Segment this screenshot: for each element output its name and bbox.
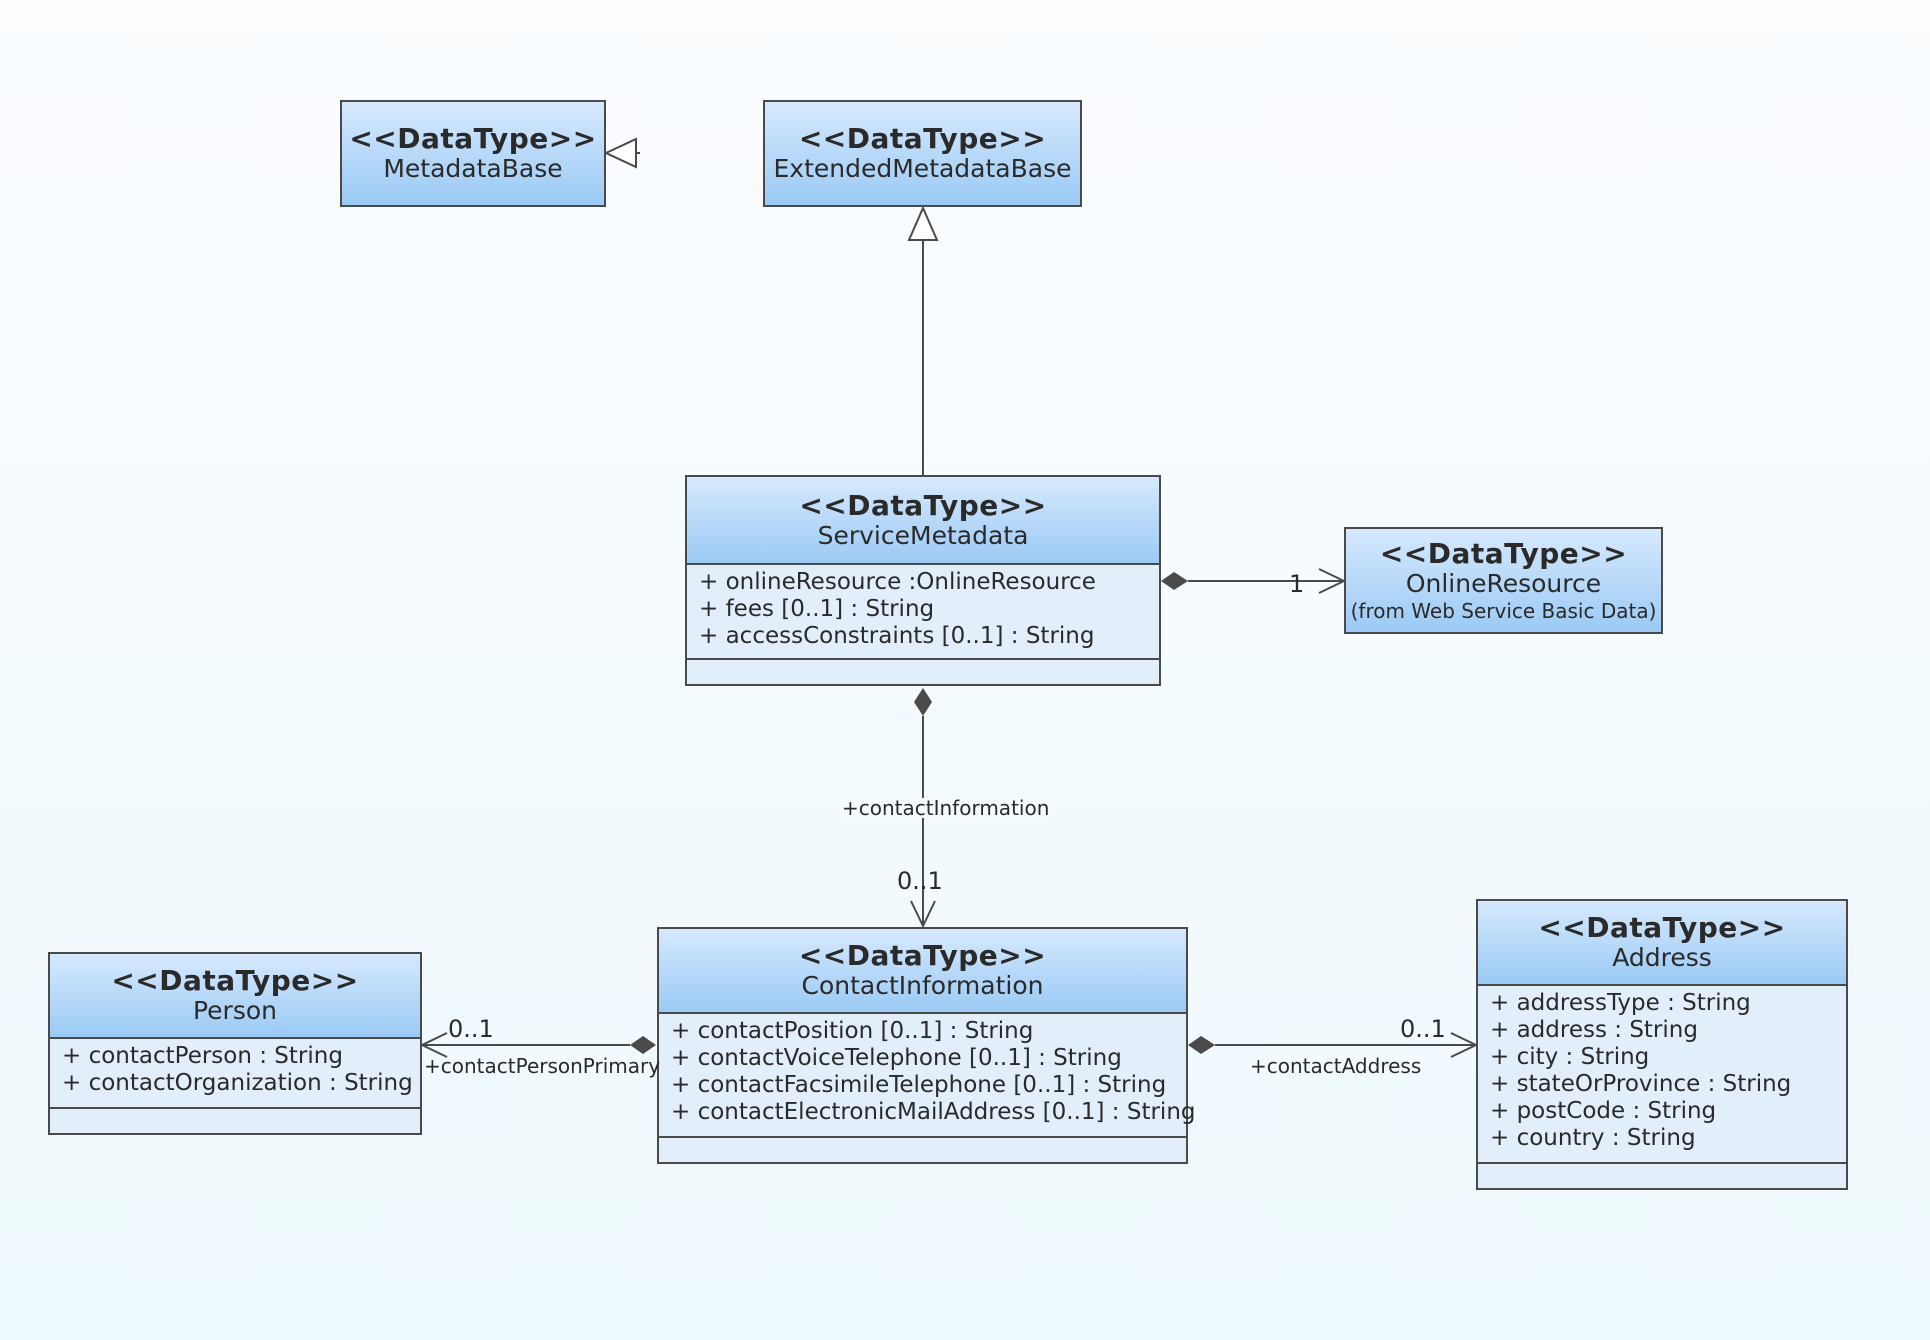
role-contact-address: +contactAddress: [1250, 1054, 1422, 1078]
attribute-compartment: + contactPerson : String + contactOrgani…: [50, 1039, 420, 1109]
class-name: ServiceMetadata: [817, 520, 1029, 550]
attribute: + accessConstraints [0..1] : String: [699, 623, 1095, 649]
class-name: Person: [192, 996, 277, 1025]
class-contact-information[interactable]: <<DataType>> ContactInformation + contac…: [657, 927, 1196, 1164]
multiplicity-person: 0..1: [448, 1015, 494, 1043]
class-address[interactable]: <<DataType>> Address + addressType : Str…: [1476, 899, 1848, 1190]
class-metadata-base[interactable]: <<DataType>> MetadataBase: [340, 100, 606, 207]
attribute: + contactVoiceTelephone [0..1] : String: [671, 1045, 1122, 1071]
attribute: + fees [0..1] : String: [699, 596, 935, 622]
class-service-metadata[interactable]: <<DataType>> ServiceMetadata + onlineRes…: [685, 475, 1161, 686]
attribute: + country : String: [1490, 1125, 1696, 1151]
attribute: + addressType : String: [1490, 990, 1751, 1016]
generalization-triangle-extended: [907, 205, 939, 241]
class-name: ExtendedMetadataBase: [773, 154, 1072, 183]
generalization-triangle-metadata-base: [603, 137, 637, 169]
arrowhead-contact-information: [910, 900, 936, 929]
attribute: + postCode : String: [1490, 1098, 1717, 1124]
class-name: OnlineResource: [1405, 569, 1602, 598]
class-name: MetadataBase: [383, 154, 563, 183]
attribute-compartment: + addressType : String + address : Strin…: [1478, 986, 1846, 1164]
attribute: + contactPosition [0..1] : String: [671, 1018, 1034, 1044]
class-name: ContactInformation: [801, 971, 1044, 1000]
arrowhead-person: [419, 1032, 448, 1058]
class-stereotype: <<DataType>>: [798, 939, 1047, 972]
attribute-compartment: + onlineResource :OnlineResource + fees …: [687, 565, 1159, 660]
class-stereotype: <<DataType>>: [799, 488, 1047, 522]
role-contact-person-primary: +contactPersonPrimary: [424, 1054, 661, 1078]
multiplicity-address: 0..1: [1400, 1015, 1446, 1043]
class-extended-metadata-base[interactable]: <<DataType>> ExtendedMetadataBase: [763, 100, 1082, 207]
class-person[interactable]: <<DataType>> Person + contactPerson : St…: [48, 952, 422, 1135]
class-stereotype: <<DataType>>: [111, 964, 359, 997]
attribute: + contactPerson : String: [62, 1043, 343, 1069]
class-online-resource[interactable]: <<DataType>> OnlineResource (from Web Se…: [1344, 527, 1663, 634]
attribute: + city : String: [1490, 1044, 1650, 1070]
attribute: + contactOrganization : String: [62, 1070, 413, 1096]
class-stereotype: <<DataType>>: [1379, 537, 1628, 570]
attribute: + address : String: [1490, 1017, 1698, 1043]
attribute: + contactFacsimileTelephone [0..1] : Str…: [671, 1072, 1167, 1098]
class-name: Address: [1612, 943, 1712, 972]
attribute: + contactElectronicMailAddress [0..1] : …: [671, 1099, 1196, 1125]
multiplicity-contact-information: 0..1: [897, 867, 943, 895]
attribute: + onlineResource :OnlineResource: [699, 569, 1096, 595]
composition-diamond-service-online: [1161, 572, 1188, 590]
class-stereotype: <<DataType>>: [798, 122, 1047, 155]
class-package-note: (from Web Service Basic Data): [1350, 599, 1657, 623]
attribute: + stateOrProvince : String: [1490, 1071, 1792, 1097]
multiplicity-online-resource: 1: [1289, 570, 1305, 598]
class-stereotype: <<DataType>>: [349, 122, 597, 155]
composition-diamond-contact-person: [630, 1036, 656, 1054]
attribute-compartment: + contactPosition [0..1] : String + cont…: [659, 1014, 1196, 1138]
composition-diamond-service-contact: [914, 688, 932, 716]
composition-diamond-contact-address: [1188, 1036, 1215, 1054]
class-stereotype: <<DataType>>: [1538, 911, 1786, 944]
role-contact-information: +contactInformation: [840, 796, 1052, 820]
